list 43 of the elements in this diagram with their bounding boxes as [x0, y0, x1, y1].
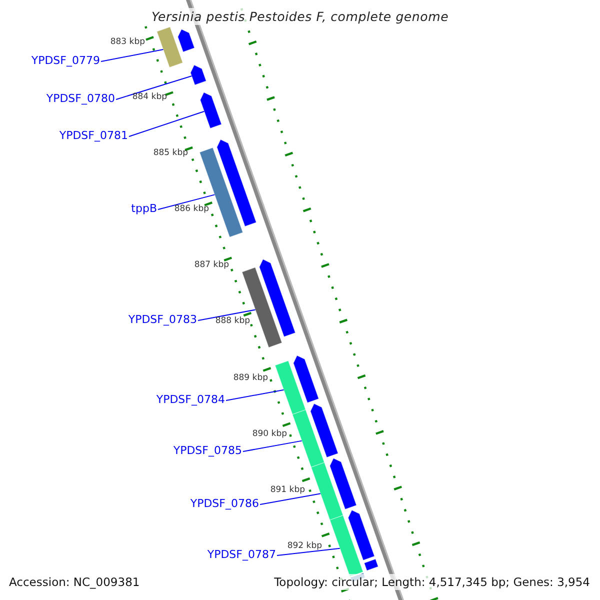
gene-feature	[216, 139, 257, 227]
gene-feature	[293, 355, 320, 404]
gene-label: YPDSF_0781	[59, 129, 128, 142]
gene-label: YPDSF_0786	[190, 497, 259, 510]
gene-label: YPDSF_0780	[46, 92, 115, 105]
scale-label: 890 kbp	[252, 429, 287, 439]
scale-label: 887 kbp	[194, 260, 229, 270]
gene-feature	[259, 258, 296, 338]
gene-feature	[310, 462, 344, 520]
genome-info-label: Topology: circular; Length: 4,517,345 bp; Genes: 3,954	[272, 574, 592, 590]
gene-feature	[200, 92, 222, 129]
leader-line	[158, 194, 216, 210]
leader-line	[198, 309, 256, 321]
gene-feature	[156, 26, 184, 68]
leader-line	[226, 389, 284, 401]
gene-label: YPDSF_0784	[156, 393, 225, 406]
gene-label: YPDSF_0779	[31, 54, 100, 67]
gene-label: YPDSF_0785	[173, 444, 242, 457]
leader-line	[116, 76, 192, 100]
scale-label: 884 kbp	[132, 92, 167, 102]
leader-line	[276, 548, 340, 556]
scale-label: 892 kbp	[287, 541, 322, 551]
gene-feature	[190, 64, 207, 86]
leader-line	[128, 110, 205, 137]
scale-label: 886 kbp	[174, 204, 209, 214]
gene-feature	[329, 514, 364, 577]
scale-label: 888 kbp	[215, 316, 250, 326]
gene-feature	[274, 360, 306, 415]
gene-label: YPDSF_0783	[128, 313, 197, 326]
gene-label: tppB	[131, 202, 157, 215]
leader-line	[242, 440, 302, 452]
gene-feature	[178, 28, 195, 52]
leader-line	[260, 493, 321, 505]
gene-feature	[292, 409, 325, 468]
gene-feature	[329, 458, 357, 510]
gene-feature	[348, 510, 375, 561]
gene-feature	[364, 558, 379, 571]
gene-label: YPDSF_0787	[207, 548, 276, 561]
accession-label: Accession: NC_009381	[7, 574, 142, 590]
scale-label: 891 kbp	[270, 485, 305, 495]
scale-label: 885 kbp	[153, 148, 188, 158]
scale-label: 883 kbp	[110, 37, 145, 47]
gene-feature	[310, 403, 338, 458]
